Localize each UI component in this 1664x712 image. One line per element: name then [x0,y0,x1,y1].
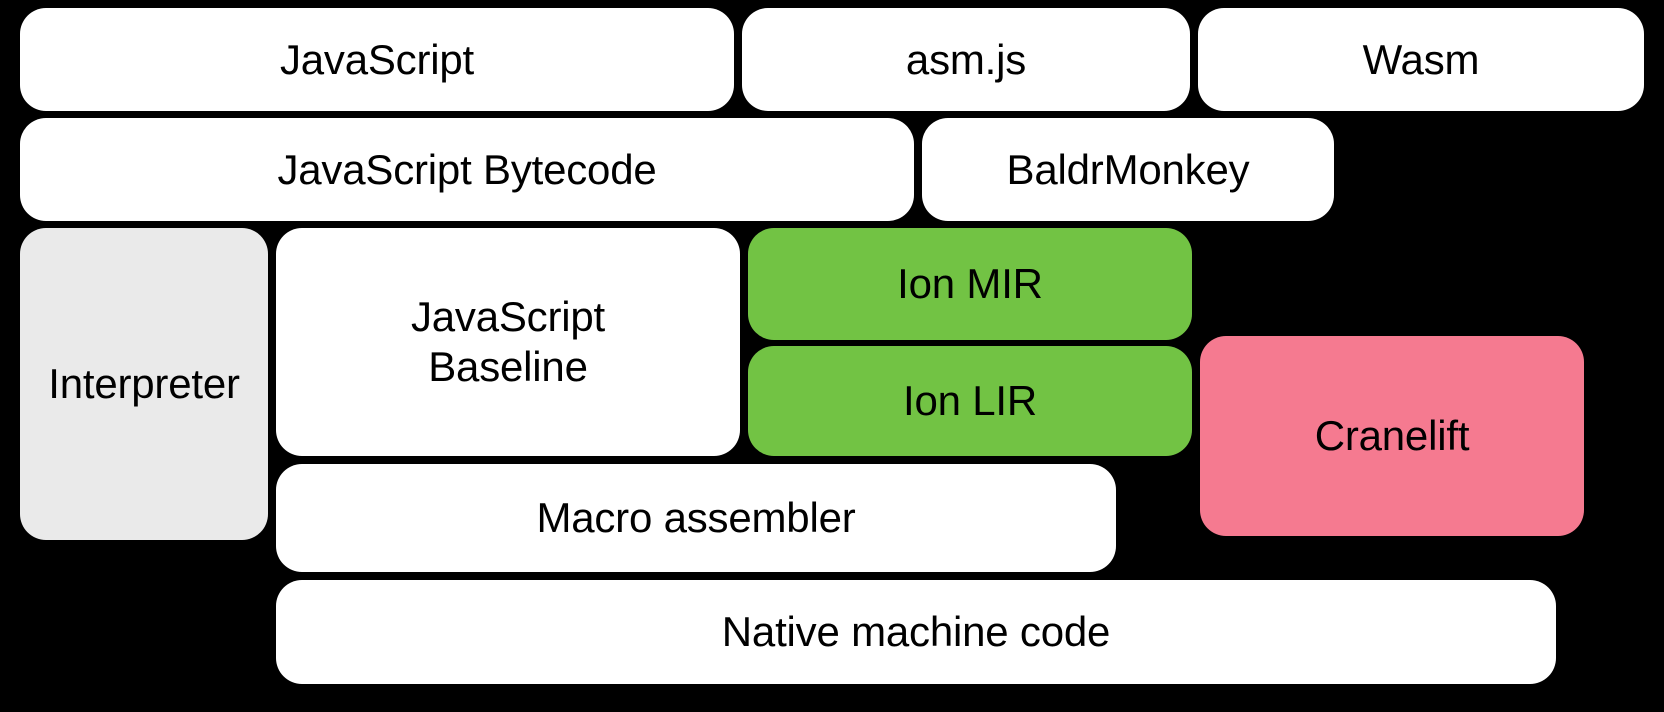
node-ion-mir: Ion MIR [748,228,1192,340]
node-asm-js: asm.js [742,8,1190,111]
node-native-machine-code: Native machine code [276,580,1556,684]
node-javascript-bytecode: JavaScript Bytecode [20,118,914,221]
node-wasm: Wasm [1198,8,1644,111]
node-macro-assembler: Macro assembler [276,464,1116,572]
node-cranelift: Cranelift [1200,336,1584,536]
node-ion-lir: Ion LIR [748,346,1192,456]
node-baldrmonkey: BaldrMonkey [922,118,1334,221]
node-javascript: JavaScript [20,8,734,111]
node-javascript-baseline: JavaScript Baseline [276,228,740,456]
node-interpreter: Interpreter [20,228,268,540]
